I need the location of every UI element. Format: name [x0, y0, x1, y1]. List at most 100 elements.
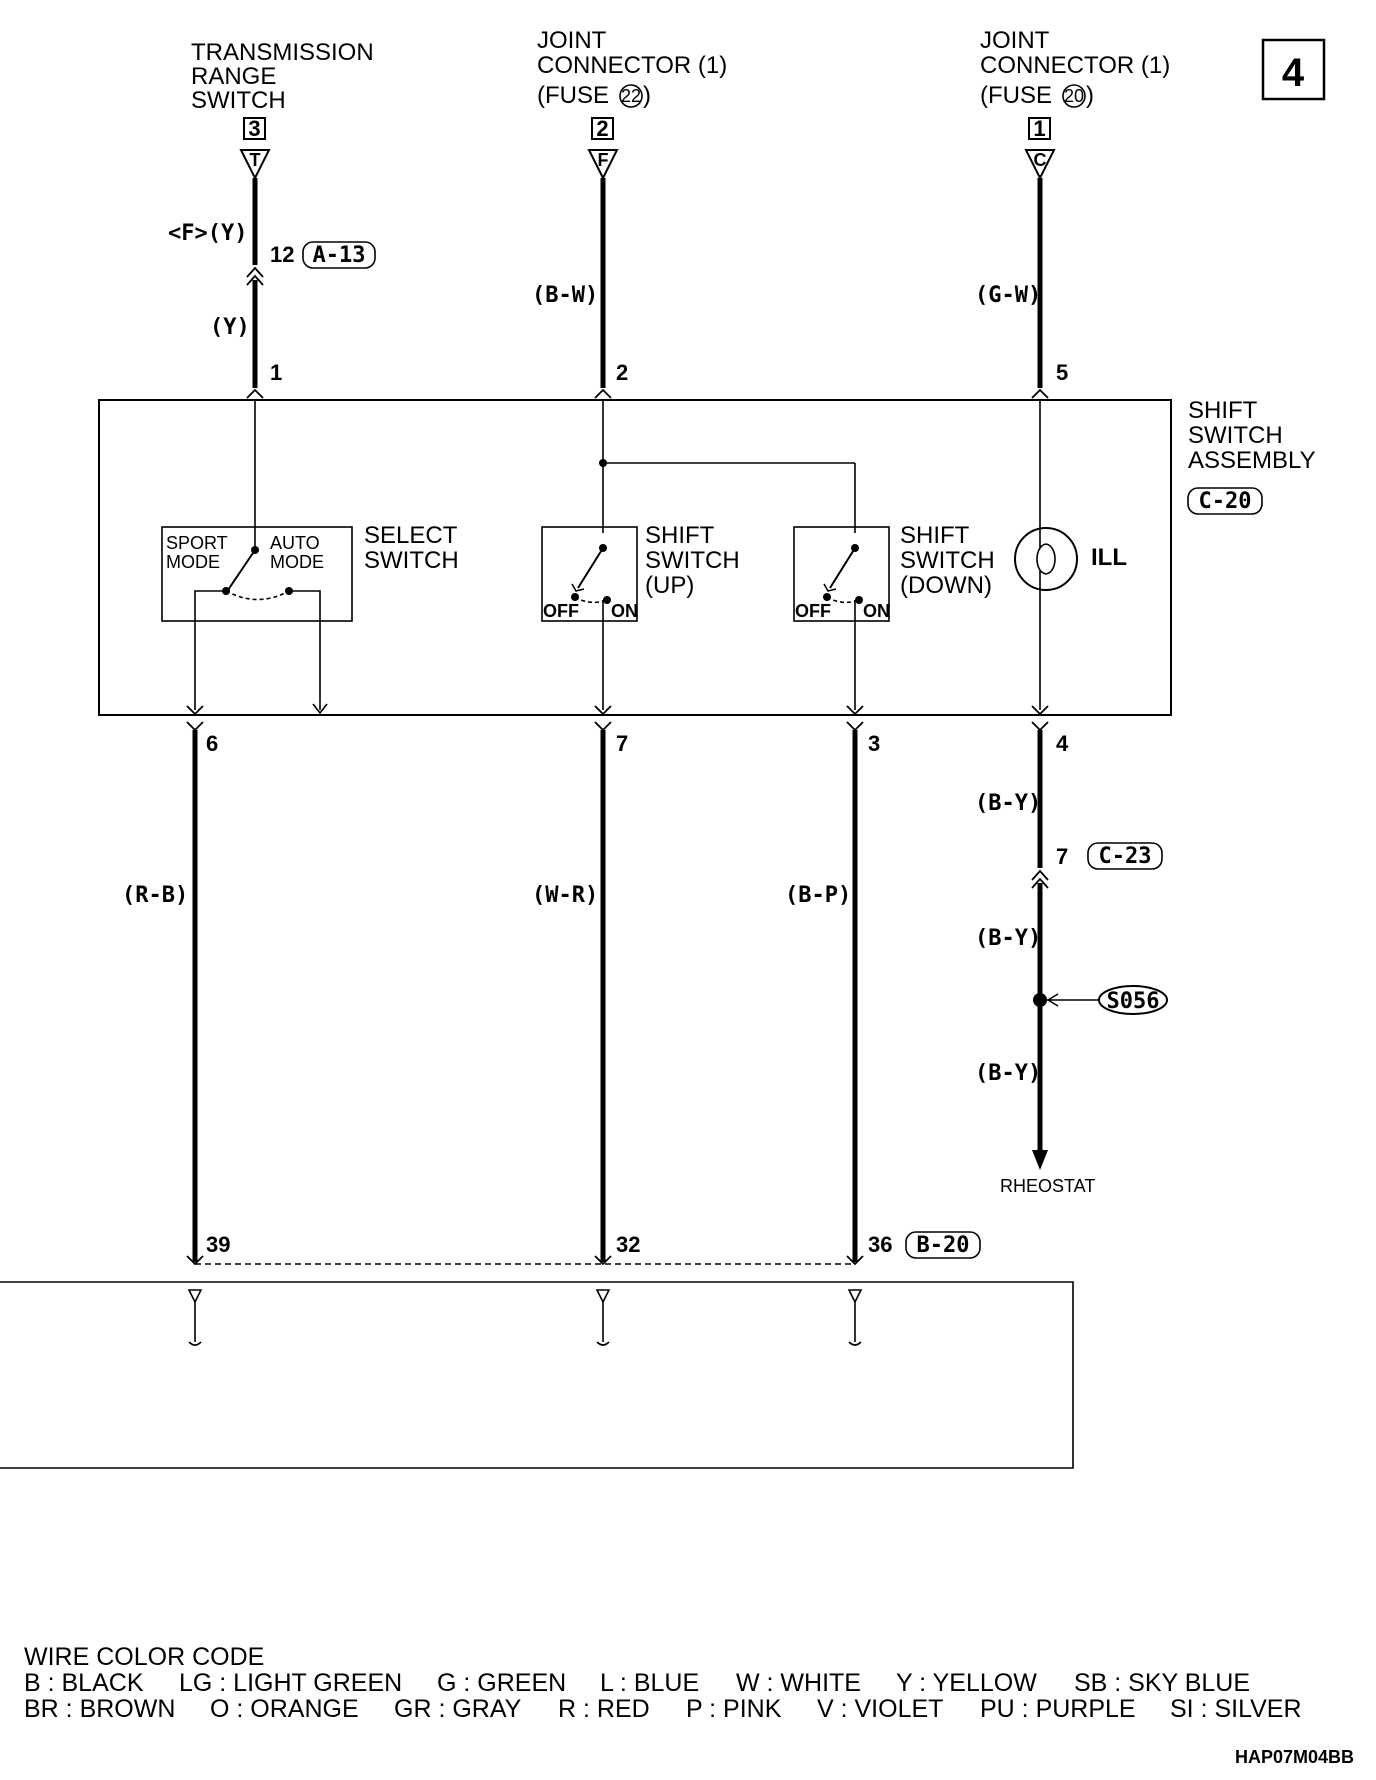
legend-lg: LG : LIGHT GREEN	[179, 1669, 402, 1697]
legend-si: SI : SILVER	[1170, 1695, 1302, 1723]
shift-switch-assembly: SHIFT SWITCH ASSEMBLY C-20 SPORT MODE AU…	[98, 397, 1316, 716]
up-wire: (W-R)	[532, 730, 606, 1262]
assembly-pin-1: 1	[270, 360, 282, 385]
c20-connector: C-20	[1199, 489, 1252, 514]
up-on: ON	[611, 601, 638, 621]
select-wire-color: (R-B)	[122, 883, 188, 908]
assembly-pin-2: 2	[616, 360, 628, 385]
jc22-label-3: (FUSE	[537, 82, 609, 109]
c23-connector: C-23	[1099, 844, 1152, 869]
ecu-pin-36: 36	[868, 1232, 892, 1257]
assembly-pin-6: 6	[206, 731, 218, 756]
jc22-label-1: JOINT	[537, 27, 607, 54]
jc22-close: )	[643, 82, 651, 109]
joint-connector-fuse-20: JOINT CONNECTOR (1) (FUSE 20 ) 1 C	[980, 27, 1170, 181]
shift-switch-up: OFF ON SHIFT SWITCH (UP)	[541, 522, 740, 710]
legend-title: WIRE COLOR CODE	[24, 1643, 264, 1671]
select-switch-label-1: SELECT	[364, 522, 458, 549]
trs-wire: <F>(Y) (Y) 12 A-13	[168, 178, 376, 399]
trs-pin: 3	[248, 116, 260, 141]
down-wire: (B-P)	[785, 730, 858, 1262]
shift-down-label-2: SWITCH	[900, 547, 995, 574]
assembly-pin-4: 4	[1056, 731, 1069, 756]
ill-wire-color-2: (B-Y)	[975, 926, 1041, 951]
jc20-label-2: CONNECTOR (1)	[980, 52, 1170, 79]
jc22-pin: 2	[596, 116, 608, 141]
shift-switch-down: OFF ON SHIFT SWITCH (DOWN)	[793, 522, 995, 710]
c23-pin: 7	[1056, 844, 1068, 869]
legend-p: P : PINK	[686, 1695, 782, 1723]
select-switch: SPORT MODE AUTO MODE SELECT SWITCH	[161, 522, 459, 715]
shift-up-label-3: (UP)	[645, 572, 694, 599]
jc20-terminal: C	[1034, 150, 1047, 170]
down-off: OFF	[795, 601, 831, 621]
ill-wire-color-1: (B-Y)	[975, 791, 1041, 816]
jc22-terminal: F	[598, 150, 609, 170]
shift-down-label-3: (DOWN)	[900, 572, 992, 599]
jc20-label-1: JOINT	[980, 27, 1050, 54]
transmission-range-switch: TRANSMISSION RANGE SWITCH 3 T	[191, 39, 374, 181]
ill-wire: S056 (B-Y) (B-Y) (B-Y) 7 C-23 RHEOSTAT	[975, 730, 1168, 1196]
wire-color-legend: WIRE COLOR CODE B : BLACK LG : LIGHT GRE…	[24, 1643, 1302, 1723]
legend-y: Y : YELLOW	[896, 1669, 1037, 1697]
legend-br: BR : BROWN	[24, 1695, 175, 1723]
legend-gr: GR : GRAY	[394, 1695, 522, 1723]
ecu-pin-39: 39	[206, 1232, 230, 1257]
shift-down-label-1: SHIFT	[900, 522, 970, 549]
down-on: ON	[863, 601, 890, 621]
trs-terminal: T	[250, 150, 261, 170]
fuse20-wire: (G-W)	[975, 178, 1049, 399]
assembly-pin-3: 3	[868, 731, 880, 756]
b20-connector: B-20	[917, 1233, 970, 1258]
assembly-label-1: SHIFT	[1188, 397, 1258, 424]
assembly-label-2: SWITCH	[1188, 422, 1283, 449]
up-wire-color: (W-R)	[532, 883, 598, 908]
trs-wire-upper: <F>(Y)	[168, 221, 247, 246]
jc20-fuse: 20	[1064, 86, 1084, 106]
assembly-label-3: ASSEMBLY	[1188, 447, 1316, 474]
legend-o: O : ORANGE	[210, 1695, 359, 1723]
jc20-label-3: (FUSE	[980, 82, 1052, 109]
shift-up-label-2: SWITCH	[645, 547, 740, 574]
shift-up-label-1: SHIFT	[645, 522, 715, 549]
fuse20-wire-color: (G-W)	[975, 283, 1041, 308]
jc20-close: )	[1086, 82, 1094, 109]
jc20-pin: 1	[1033, 116, 1045, 141]
legend-sb: SB : SKY BLUE	[1074, 1669, 1250, 1697]
legend-g: G : GREEN	[437, 1669, 566, 1697]
legend-r: R : RED	[558, 1695, 650, 1723]
legend-l: L : BLUE	[600, 1669, 699, 1697]
legend-v: V : VIOLET	[817, 1695, 943, 1723]
down-wire-color: (B-P)	[785, 883, 851, 908]
ill-wire-color-3: (B-Y)	[975, 1061, 1041, 1086]
sport-mode-2: MODE	[166, 552, 220, 572]
fuse22-wire-color: (B-W)	[532, 283, 598, 308]
a13-pin: 12	[270, 242, 294, 267]
splice-s056: S056	[1107, 989, 1160, 1014]
auto-mode-1: AUTO	[270, 533, 320, 553]
select-wire: (R-B)	[122, 730, 198, 1262]
select-switch-label-2: SWITCH	[364, 547, 459, 574]
page-number-box: 4	[1261, 38, 1326, 101]
assembly-pin-7: 7	[616, 731, 628, 756]
ecu-block: 39 32 36 B-20	[0, 1231, 1074, 1469]
trs-label-2: RANGE	[191, 63, 276, 90]
diagram-code: HAP07M04BB	[1235, 1747, 1354, 1767]
up-off: OFF	[543, 601, 579, 621]
legend-b: B : BLACK	[24, 1669, 144, 1697]
rheostat-label: RHEOSTAT	[1000, 1176, 1095, 1196]
page-number: 4	[1282, 51, 1305, 95]
ill-lamp-icon: ILL	[1014, 527, 1127, 591]
jc22-label-2: CONNECTOR (1)	[537, 52, 727, 79]
a13-connector: A-13	[313, 243, 366, 268]
trs-label-1: TRANSMISSION	[191, 39, 374, 66]
joint-connector-fuse-22: JOINT CONNECTOR (1) (FUSE 22 ) 2 F	[537, 27, 727, 181]
auto-mode-2: MODE	[270, 552, 324, 572]
trs-wire-lower: (Y)	[210, 315, 250, 340]
legend-pu: PU : PURPLE	[980, 1695, 1136, 1723]
trs-label-3: SWITCH	[191, 87, 286, 114]
jc22-fuse: 22	[621, 86, 641, 106]
sport-mode-1: SPORT	[166, 533, 228, 553]
ecu-pin-32: 32	[616, 1232, 640, 1257]
